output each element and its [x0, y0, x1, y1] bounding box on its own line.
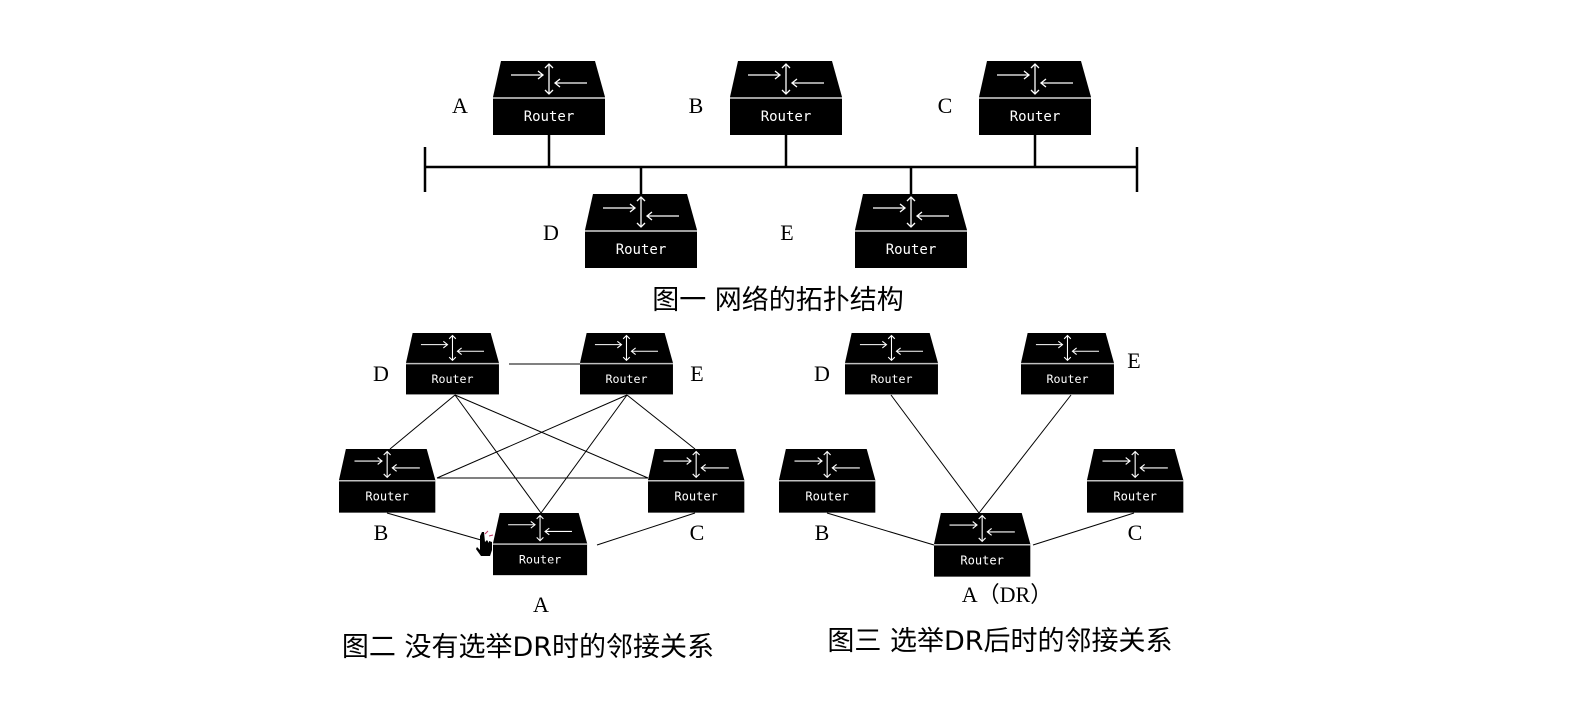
figure-3: Router Router Router Router Router D E B…	[778, 332, 1184, 657]
fig2-label-d: D	[373, 361, 389, 386]
fig3-label-d: D	[814, 361, 830, 386]
router-label: Router	[519, 552, 561, 566]
adjacency-b-a	[826, 512, 935, 546]
figure-2-caption: 图二 没有选举DR时的邻接关系	[342, 632, 714, 663]
router-label: Router	[616, 242, 667, 258]
router-label: Router	[365, 490, 408, 504]
fig2-label-a: A	[533, 592, 549, 617]
fig1-label-c: C	[938, 93, 953, 118]
router-label: Router	[606, 372, 648, 386]
router-fig3-b: Router	[778, 448, 876, 514]
figure-1: Router Router Router Router Router A B C…	[423, 60, 1139, 316]
fig1-label-a: A	[452, 93, 468, 118]
router-fig1-b: Router	[729, 60, 843, 136]
router-label: Router	[524, 109, 575, 125]
router-label: Router	[960, 554, 1003, 568]
adjacency-c-a	[1032, 512, 1135, 546]
router-fig1-e: Router	[854, 193, 968, 269]
router-label: Router	[886, 242, 937, 258]
fig1-label-e: E	[780, 220, 793, 245]
adjacency-d-b	[389, 394, 456, 450]
router-label: Router	[1010, 109, 1061, 125]
hand-cursor-icon	[476, 530, 494, 556]
fig3-label-a-dr: A（DR）	[962, 582, 1052, 607]
router-label: Router	[1113, 490, 1156, 504]
adjacency-e-b	[436, 394, 628, 479]
router-fig3-e: Router	[1020, 332, 1115, 395]
figure-1-caption: 图一 网络的拓扑结构	[652, 285, 904, 316]
adjacency-e-a	[540, 394, 628, 514]
router-label: Router	[805, 490, 848, 504]
router-label: Router	[1047, 372, 1089, 386]
fig2-label-b: B	[374, 520, 389, 545]
figure-3-caption: 图三 选举DR后时的邻接关系	[827, 626, 1172, 657]
fig3-label-b: B	[815, 520, 830, 545]
router-fig1-a: Router	[492, 60, 606, 136]
adjacency-d-c	[454, 394, 649, 479]
router-fig3-c: Router	[1086, 448, 1184, 514]
adjacency-b-a	[386, 512, 482, 541]
router-fig2-e: Router	[579, 332, 674, 395]
adjacency-e-a	[978, 394, 1072, 514]
fig3-adjacency-lines	[826, 394, 1135, 546]
fig2-label-e: E	[690, 361, 703, 386]
fig1-label-d: D	[543, 220, 559, 245]
router-fig2-d: Router	[405, 332, 500, 395]
adjacency-e-c	[626, 394, 696, 450]
fig1-label-b: B	[689, 93, 704, 118]
adjacency-d-a	[454, 394, 542, 514]
router-fig2-c: Router	[647, 448, 745, 514]
ethernet-bus	[423, 134, 1139, 194]
router-label: Router	[432, 372, 474, 386]
router-fig1-c: Router	[978, 60, 1092, 136]
adjacency-c-a	[596, 512, 696, 546]
router-fig3-a-dr: Router	[933, 512, 1031, 578]
adjacency-d-a	[890, 394, 980, 514]
router-label: Router	[761, 109, 812, 125]
fig2-adjacency-lines	[386, 363, 696, 546]
fig3-label-e: E	[1127, 348, 1140, 373]
router-label: Router	[871, 372, 913, 386]
figure-2: Router Router Router Router Router D E B…	[338, 332, 745, 663]
fig3-label-c: C	[1128, 520, 1143, 545]
router-fig1-d: Router	[584, 193, 698, 269]
router-fig2-b: Router	[338, 448, 436, 514]
router-fig3-d: Router	[844, 332, 939, 395]
router-fig2-a: Router	[492, 512, 588, 576]
fig2-label-c: C	[690, 520, 705, 545]
router-label: Router	[674, 490, 717, 504]
